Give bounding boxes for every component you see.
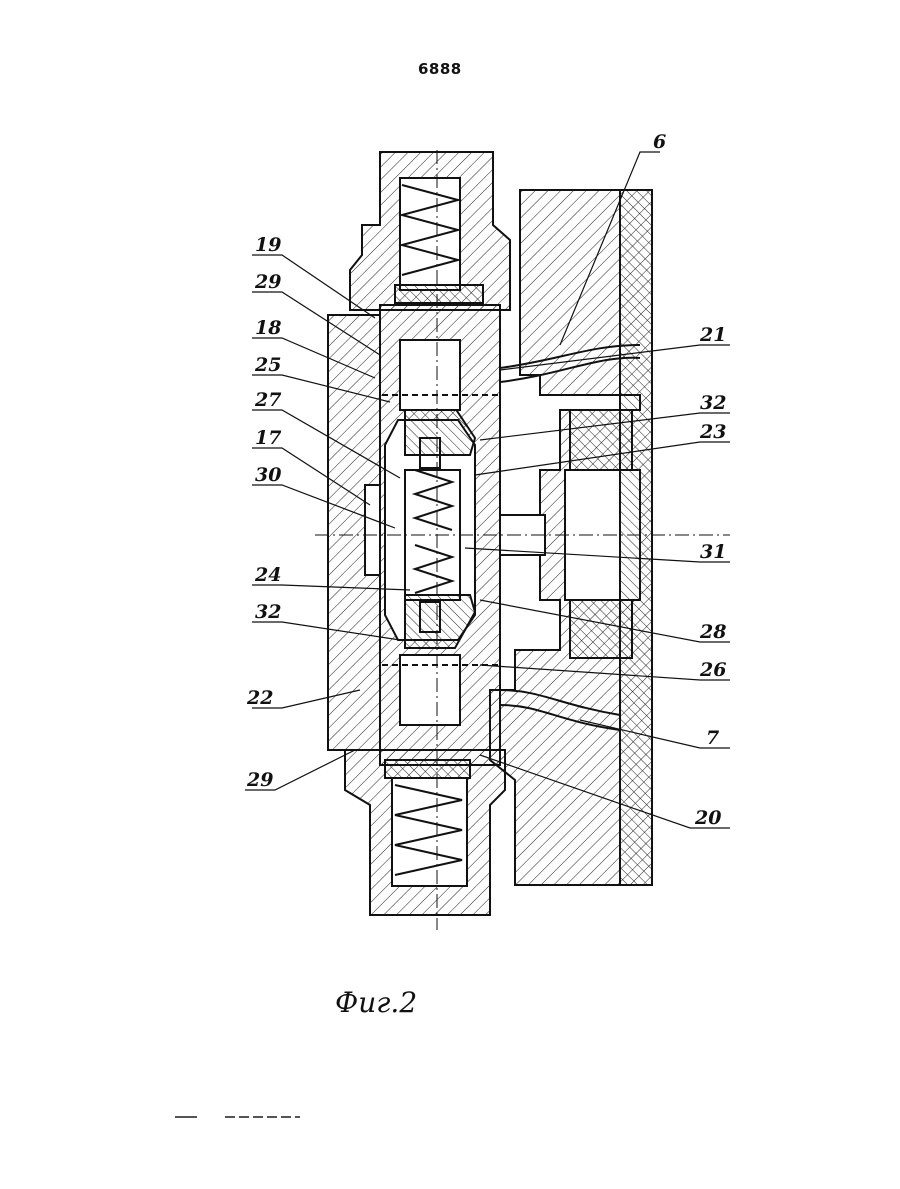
label-30: 30: [255, 464, 281, 486]
label-24: 24: [254, 564, 281, 586]
label-25: 25: [254, 354, 281, 376]
label-17: 17: [255, 427, 281, 449]
left-sleeve: [328, 315, 380, 750]
label-18: 18: [255, 317, 281, 339]
label-31: 31: [700, 541, 726, 563]
figure-caption: Фиг.2: [335, 986, 417, 1019]
label-19: 19: [255, 234, 281, 256]
label-23: 23: [699, 421, 726, 443]
label-29-bottom: 29: [246, 769, 273, 791]
label-32-left: 32: [255, 601, 281, 623]
label-20: 20: [694, 807, 721, 829]
label-26: 26: [699, 659, 726, 681]
label-32-right: 32: [700, 392, 726, 414]
label-28: 28: [699, 621, 726, 643]
label-29-top: 29: [254, 271, 281, 293]
top-cap: [350, 152, 510, 310]
label-7: 7: [706, 727, 719, 749]
footer-rule-right: [225, 1116, 300, 1118]
label-21: 21: [699, 324, 726, 346]
label-6: 6: [653, 131, 666, 153]
label-22: 22: [246, 687, 273, 709]
label-27: 27: [254, 389, 281, 411]
footer-rule-left: [175, 1116, 197, 1118]
bottom-cap: [345, 750, 505, 915]
